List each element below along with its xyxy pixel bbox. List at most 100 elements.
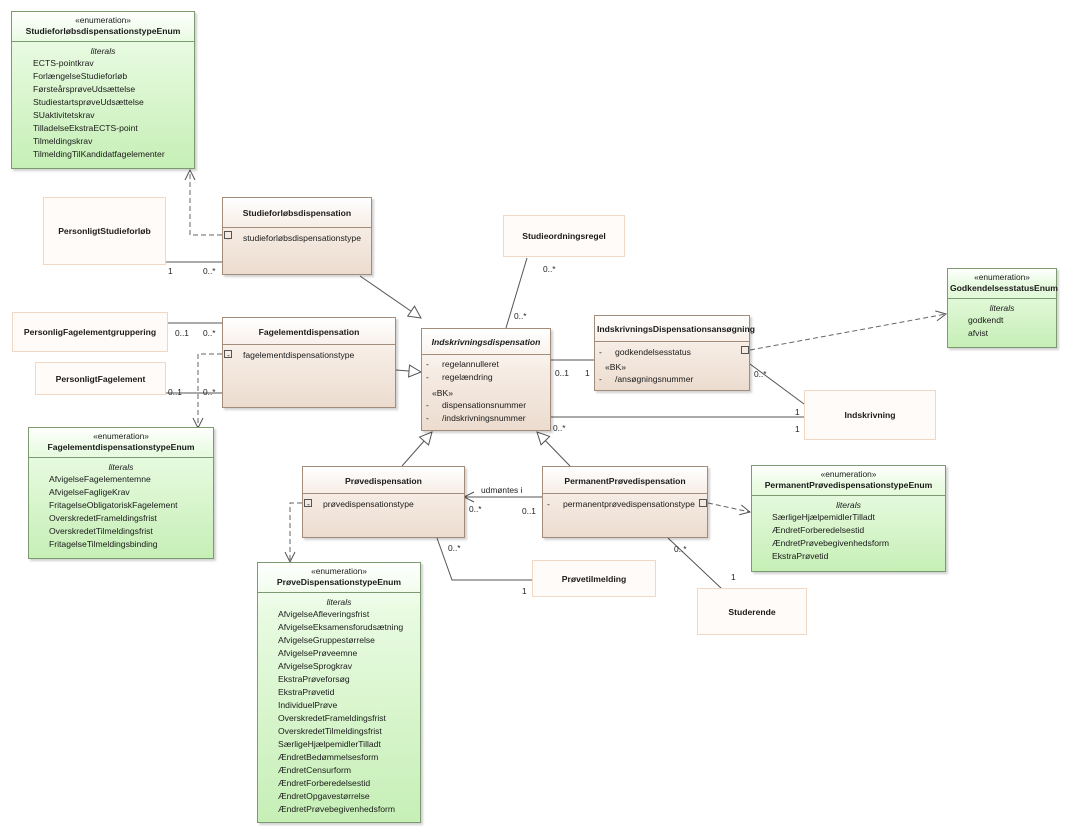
enum-literal: SærligeHjælpemidlerTilladt	[278, 739, 381, 749]
visibility-marker: -	[599, 347, 602, 357]
dep-fagelement	[198, 353, 222, 428]
indskrivnings-dispensationsansoegning-class: IndskrivningsDispensationsansøgning - go…	[594, 315, 756, 391]
enum-literal: ÆndretForberedelsestid	[278, 778, 371, 788]
personligt-studieforloeb-class: PersonligtStudieforløb	[43, 197, 166, 265]
multiplicity-label: 0..*	[203, 266, 216, 276]
class-attribute: - prøvedispensationstype	[303, 498, 464, 511]
enum-literal: Tilmeldingskrav	[33, 136, 93, 146]
attribute-name: studieforløbsdispensationstype	[243, 233, 361, 243]
attribute-list: - regelannulleret - regelændring «BK» - …	[422, 355, 550, 425]
multiplicity-label: 1	[522, 586, 527, 596]
enum-name: FagelementdispensationstypeEnum	[47, 442, 195, 452]
enum-literal: ECTS-pointkrav	[33, 58, 94, 68]
visibility-marker: -	[547, 499, 550, 509]
personligt-fagelement-class: PersonligtFagelement	[35, 362, 166, 395]
indskrivning-class: Indskrivning	[804, 390, 936, 440]
enum-literal: ÆndretPrøvebegivenhedsform	[772, 538, 890, 548]
dep-godkendelse	[749, 314, 946, 351]
enum-literal: EkstraPrøvetid	[772, 551, 829, 561]
class-name: Fagelementdispensation	[258, 327, 360, 337]
studerende-class: Studerende	[697, 588, 807, 635]
enum-header: «enumeration» PermanentPrøvedispensation…	[752, 466, 945, 496]
class-attribute: - permanentprøvedispensationstype	[543, 498, 707, 511]
assoc-studieordningsregel	[505, 257, 528, 329]
enum-stereotype: «enumeration»	[75, 15, 131, 25]
class-attribute: - dispensationsnummer	[422, 399, 550, 412]
enum-section: literals	[836, 500, 861, 510]
proevedispensationstype-enum: «enumeration» PrøveDispensationstypeEnum…	[257, 562, 421, 823]
class-name: IndskrivningsDispensationsansøgning	[597, 324, 756, 334]
dep-permanent	[707, 502, 750, 512]
attribute-name: regelændring	[442, 372, 493, 382]
enum-literal-list: ECTS-pointkrav ForlængelseStudieforløb F…	[12, 57, 194, 161]
enum-literal: TilladelseEkstraECTS-point	[33, 123, 138, 133]
enum-literal: godkendt	[968, 315, 1004, 325]
studieforloebsdispensation-class: Studieforløbsdispensation - studieforløb…	[222, 197, 372, 275]
visibility-marker: -	[426, 372, 429, 382]
attribute-name: godkendelsesstatus	[615, 347, 691, 357]
enum-stereotype: «enumeration»	[820, 469, 877, 479]
godkendelsesstatus-enum: «enumeration» GodkendelsesstatusEnum lit…	[947, 268, 1058, 348]
multiplicity-label: 0..*	[203, 328, 216, 338]
enum-literal: OverskredetFrameldingsfrist	[49, 513, 157, 523]
fagelementdispensationstype-enum: «enumeration» Fagelementdispensationstyp…	[28, 427, 214, 559]
enum-literal: AfvigelseGruppestørrelse	[278, 635, 375, 645]
enum-literal: AfvigelseAfleveringsfrist	[278, 609, 370, 619]
enum-stereotype: «enumeration»	[974, 272, 1030, 282]
multiplicity-label: 0..*	[203, 387, 216, 397]
enum-literal: AfvigelseFagelementemne	[49, 474, 151, 484]
attribute-name: /indskrivningsnummer	[442, 413, 526, 423]
enum-literal: ÆndretPrøvebegivenhedsform	[278, 804, 396, 814]
multiplicity-label: 1	[795, 424, 800, 434]
visibility-marker: -	[426, 359, 429, 369]
multiplicity-label: 0..1	[168, 387, 182, 397]
class-name: Indskrivningsdispensation	[431, 337, 541, 347]
attribute-name: /ansøgningsnummer	[615, 374, 694, 384]
attribute-name: prøvedispensationstype	[323, 499, 414, 509]
indskrivningsdispensation-class: Indskrivningsdispensation - regelannulle…	[421, 328, 551, 431]
visibility-marker: -	[307, 499, 310, 509]
class-attribute: - /indskrivningsnummer	[422, 412, 550, 425]
association-label: udmøntes i	[481, 485, 523, 495]
class-name: Indskrivning	[844, 410, 896, 420]
enum-literal: ÆndretOpgavestørrelse	[278, 791, 370, 801]
enum-literal: ÆndretCensurform	[278, 765, 352, 775]
permanent-proevedispensation-class: PermanentPrøvedispensation - permanentpr…	[542, 466, 708, 538]
class-header: PermanentPrøvedispensation	[543, 467, 707, 494]
class-attribute: - regelannulleret	[422, 358, 550, 371]
enum-section: literals	[326, 597, 352, 607]
dep-proeve	[290, 502, 302, 562]
enum-literal: OverskredetTilmeldingsfrist	[278, 726, 382, 736]
gen-fagelement	[395, 370, 421, 372]
class-header: Prøvedispensation	[303, 467, 464, 494]
class-attribute: - fagelementdispensationstype	[223, 349, 395, 362]
class-name: PermanentPrøvedispensation	[564, 476, 686, 486]
multiplicity-label: 0..*	[754, 369, 767, 379]
enum-header: «enumeration» Fagelementdispensationstyp…	[29, 428, 213, 458]
multiplicity-label: 1	[585, 368, 590, 378]
multiplicity-label: 0..*	[469, 504, 482, 514]
enum-literal: ÆndretForberedelsestid	[772, 525, 865, 535]
enum-literal: AfvigelseSprogkrav	[278, 661, 353, 671]
class-name: PersonligFagelementgruppering	[23, 327, 157, 337]
enum-literal: EkstraPrøveforsøg	[278, 674, 350, 684]
multiplicity-label: 0..*	[553, 423, 566, 433]
assoc-studerende	[667, 537, 723, 590]
bk-stereotype: «BK»	[605, 362, 627, 372]
enum-name: PrøveDispensationstypeEnum	[276, 577, 402, 587]
visibility-marker: -	[426, 400, 429, 410]
enum-stereotype: «enumeration»	[311, 566, 367, 576]
multiplicity-label: 1	[168, 266, 173, 276]
enum-literal: SUaktivitetskrav	[33, 110, 95, 120]
class-name: Prøvetilmelding	[561, 573, 627, 584]
multiplicity-label: 1	[731, 572, 736, 582]
class-header: Studieforløbsdispensation	[223, 198, 371, 228]
attribute-port	[224, 231, 232, 239]
proevedispensation-class: Prøvedispensation - prøvedispensationsty…	[302, 466, 465, 538]
attribute-name: dispensationsnummer	[442, 400, 527, 410]
personlig-fagelementgruppering-class: PersonligFagelementgruppering	[12, 312, 168, 352]
enum-section: literals	[90, 46, 116, 56]
class-attribute: - regelændring	[422, 371, 550, 384]
multiplicity-label: 0..1	[555, 368, 569, 378]
